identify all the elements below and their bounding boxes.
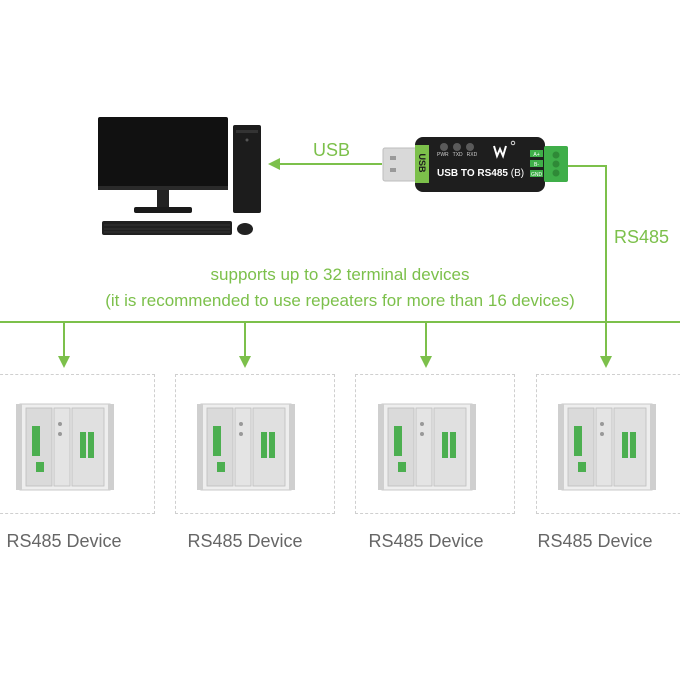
- led-label-pwr: PWR: [437, 152, 449, 158]
- adapter-title-text: USB TO RS485: [437, 168, 508, 179]
- usb-arrowhead: [268, 158, 280, 170]
- bus-arrowhead-3: [420, 356, 432, 368]
- rs485-vertical-line: [568, 165, 607, 322]
- txd-led: [453, 143, 461, 151]
- device-unit-4: [557, 403, 657, 491]
- pc-tower: [233, 125, 261, 213]
- adapter-body: [415, 137, 545, 192]
- terminal-label-a-text: A+: [533, 152, 540, 158]
- usb-label-strip: [415, 145, 429, 183]
- adapter-variant: (B): [510, 168, 525, 179]
- device-label-2: RS485 Device: [187, 531, 303, 551]
- pwr-led: [440, 143, 448, 151]
- keyboard: [102, 221, 232, 235]
- mouse: [237, 223, 253, 235]
- bus-arrowhead-4: [600, 356, 612, 368]
- device-box-2: [175, 374, 335, 514]
- device-box-1: [0, 374, 155, 514]
- terminal-label-b-text: B-: [534, 162, 539, 168]
- monitor-screen: [98, 117, 228, 189]
- device-unit-1: [15, 403, 115, 491]
- terminal-label-gnd: [530, 170, 543, 177]
- device-unit-2: [196, 403, 296, 491]
- led-labels: PWR TXD RXD: [437, 152, 477, 158]
- terminal-labels: A+ B- GND: [530, 150, 543, 180]
- led-label-rxd: RXD: [466, 152, 478, 158]
- terminal-label-a: [530, 150, 543, 157]
- device-box-3: [355, 374, 515, 514]
- device-label-4: RS485 Device: [537, 531, 653, 551]
- bus-arrowhead-1: [58, 356, 70, 368]
- support-note-line2: (it is recommended to use repeaters for …: [105, 291, 575, 310]
- device-label-3: RS485 Device: [368, 531, 484, 551]
- adapter-title: USB TO RS485 (B): [437, 168, 524, 179]
- terminal-label-gnd-text: GND: [530, 172, 543, 178]
- device-unit-3: [377, 403, 477, 491]
- monitor-stand: [157, 190, 169, 208]
- bus-arrowhead-2: [239, 356, 251, 368]
- device-label-1: RS485 Device: [6, 531, 122, 551]
- terminal-label-b: [530, 160, 543, 167]
- brand-logo: [493, 140, 516, 159]
- led-label-txd: TXD: [452, 152, 463, 158]
- support-note-line1: supports up to 32 terminal devices: [210, 265, 470, 284]
- usb-label: USB: [313, 140, 351, 160]
- monitor-base: [134, 207, 192, 213]
- rxd-led: [466, 143, 474, 151]
- rs485-label: RS485: [614, 227, 670, 247]
- device-box-4: [536, 374, 680, 514]
